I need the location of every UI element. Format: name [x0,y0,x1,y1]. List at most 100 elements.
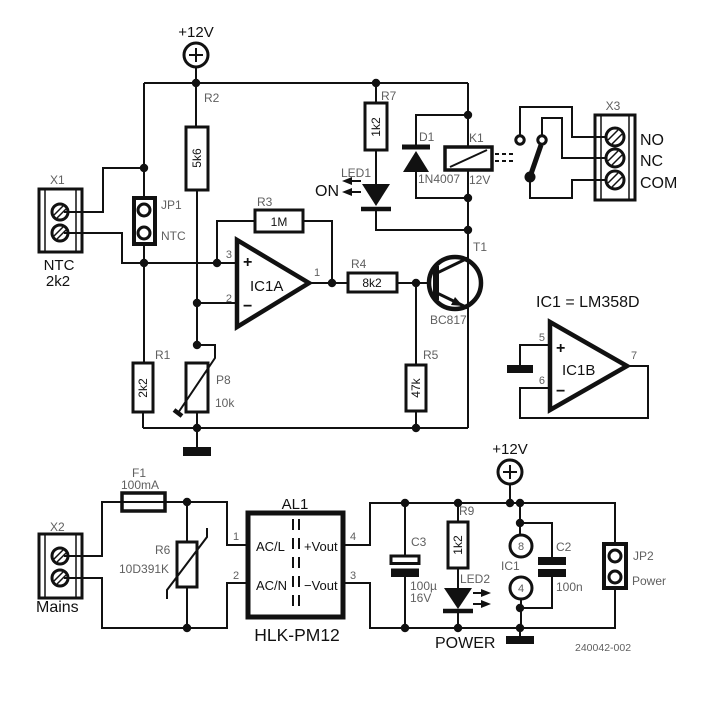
terminal-x2 [37,532,84,600]
relay-k1 [443,134,548,183]
fuse-f1 [120,491,167,513]
wires [64,67,649,636]
k1-ref: K1 [469,131,484,145]
led2-ray-arrow [481,600,491,608]
c2-value: 100n [556,580,583,594]
r1-value: 2k2 [136,378,150,398]
supply-top-label: +12V [178,24,213,41]
p8-ref: P8 [216,373,231,387]
x3-com: COM [640,175,677,192]
x2-ref: X2 [50,520,65,534]
x3-no: NO [640,132,664,149]
al1-pin4: 4 [350,531,356,543]
al1-pin3: 3 [350,570,356,582]
t1-ref: T1 [473,240,487,254]
al1-pin2: 2 [233,570,239,582]
x3-ref: X3 [606,99,621,113]
r9-value: 1k2 [451,535,465,555]
c2-ref: C2 [556,540,572,554]
varistor-r6 [166,528,208,599]
module-al1 [245,510,346,620]
ic1b-minus: − [556,383,565,400]
r3-value: 1M [271,215,288,229]
ic1a-pin1: 1 [314,267,320,279]
contact-nc [536,134,548,146]
x3-nc: NC [640,153,663,170]
resistor-r4 [346,271,399,294]
supply-12v-bottom-icon [496,458,524,486]
capacitor-c3 [389,554,421,577]
r1-ref: R1 [155,348,171,362]
ic1b-pin7: 7 [631,350,637,362]
x3-screw-com [604,169,626,191]
capacitor-c2 [538,557,566,577]
ic1-pin4: 4 [518,583,524,595]
ic1a-minus: − [243,298,252,315]
x1-ref: X1 [50,173,65,187]
led1-ref: LED1 [341,166,371,180]
opamp-ic1b [547,318,632,414]
r2-ref: R2 [204,91,220,105]
led1-icon [342,177,391,212]
r6-ref: R6 [155,543,171,557]
f1-value: 100mA [121,478,159,492]
r4-ref: R4 [351,257,367,271]
terminal-x1 [37,187,84,254]
ground-symbol-bottom [506,636,534,644]
document-number: 240042-002 [575,642,631,654]
resistor-r1 [131,361,155,414]
led2-icon [443,588,491,614]
resistor-r7 [363,101,389,152]
ic1-pin8: 8 [518,541,524,553]
al1-acn: AC/N [256,578,287,593]
ic1-ref: IC1 [501,559,520,573]
led1-state: ON [315,183,339,200]
switch-lever [528,144,544,175]
led2-label: POWER [435,635,495,652]
resistor-r3 [253,208,305,234]
al1-acl: AC/L [256,539,285,554]
jp2-ref: JP2 [633,549,654,563]
r5-ref: R5 [423,348,439,362]
diode-d1 [402,144,430,172]
x2-label: Mains [36,599,79,616]
al1-part: HLK-PM12 [254,625,340,645]
resistor-r9 [446,520,470,570]
ground-symbol-ic1b [507,365,533,373]
c3-value1: 100µ [410,579,437,593]
ic1b-plus: + [556,340,565,357]
al1-ref: AL1 [282,496,309,513]
jp1-label: NTC [161,229,186,243]
ic1a-name: IC1A [250,278,283,295]
transistor-t1 [426,250,484,315]
resistor-r5 [404,363,428,413]
jumper-jp1 [132,196,157,246]
x1-line1: NTC [44,257,75,274]
r3-ref: R3 [257,195,273,209]
trimmer-p8 [172,344,216,418]
r2-value: 5k6 [190,148,204,168]
ic1-power-pins [508,533,534,601]
p8-value: 10k [215,396,235,410]
c3-value2: 16V [410,591,431,605]
ic1b-pin5: 5 [539,332,545,344]
opamp-ic1a [234,236,314,332]
r7-value: 1k2 [369,117,383,137]
resistor-r2 [184,125,210,192]
t1-value: BC817 [430,313,467,327]
ground-symbol-top [183,447,211,456]
f1-ref: F1 [132,466,146,480]
x1-line2: 2k2 [46,273,70,290]
r6-value: 10D391K [119,562,169,576]
ic1a-plus: + [243,254,252,271]
ic1a-pin3: 3 [226,249,232,261]
al1-voutn: −Vout [304,578,338,593]
contact-no [514,134,526,146]
d1-ref: D1 [419,130,435,144]
al1-pin1: 1 [233,531,239,543]
x3-screw-no [604,126,626,148]
ic1b-pin6: 6 [539,375,545,387]
supply-12v-top-icon [182,41,210,69]
